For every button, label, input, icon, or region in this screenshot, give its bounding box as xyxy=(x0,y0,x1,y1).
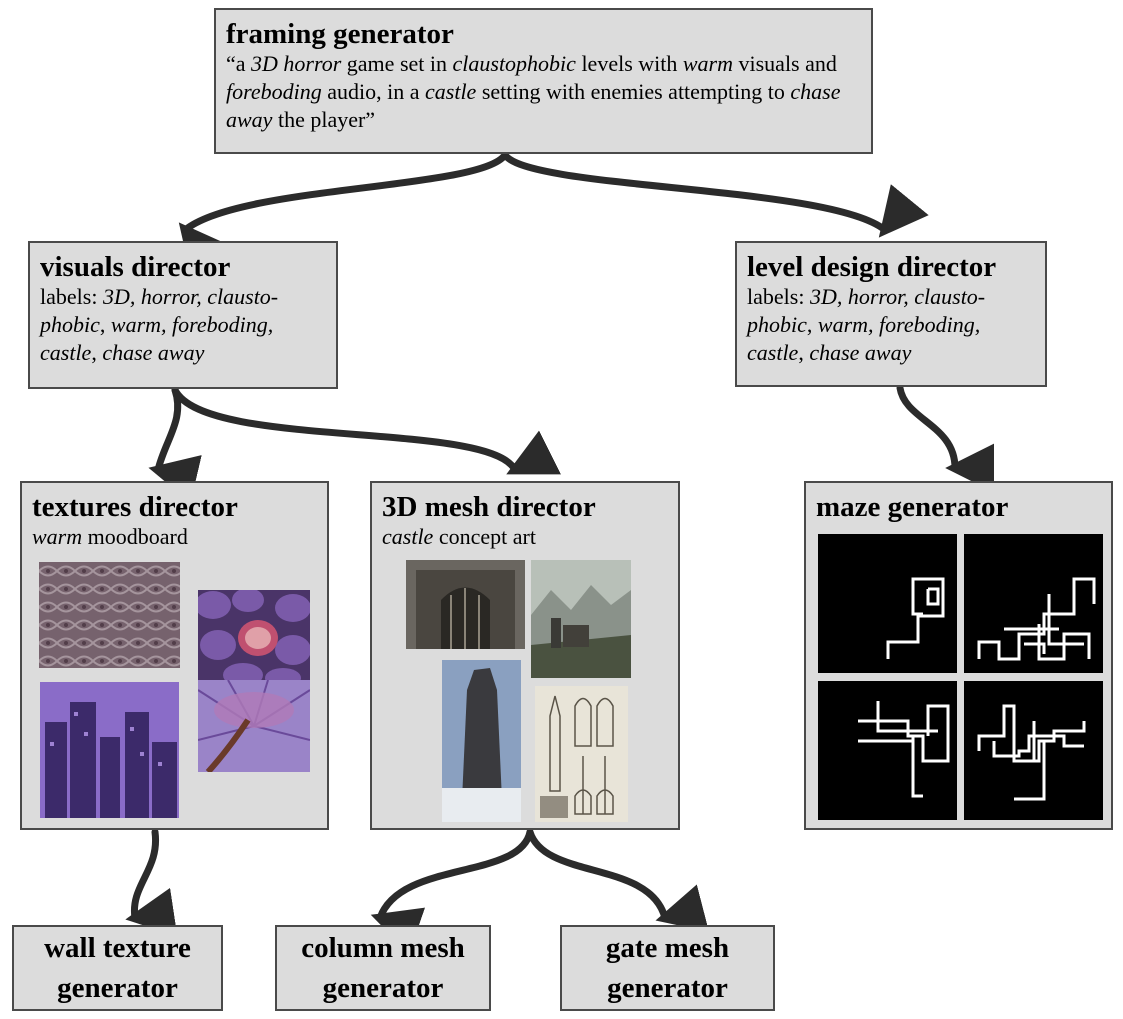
framing-quote-segment: claustophobic xyxy=(452,51,576,76)
framing-quote-segment: 3D horror xyxy=(251,51,342,76)
concept-image-castle-landscape xyxy=(531,560,631,678)
framing-quote-segment: warm xyxy=(682,51,733,76)
visuals-labels-segment: chase away xyxy=(102,340,205,365)
visuals-labels-segment: , xyxy=(99,312,111,337)
level-labels-segment: , xyxy=(806,312,818,337)
arrow-level-to-maze xyxy=(896,384,995,493)
wall-texture-generator-title: wall texture generator xyxy=(44,932,191,1004)
visuals-labels-segment: , xyxy=(91,340,103,365)
maze-output-1 xyxy=(818,534,957,673)
arrow-mesh-to-gate xyxy=(526,828,710,932)
moodboard-image-lace xyxy=(39,562,180,668)
framing-quote-segment: chase away xyxy=(226,79,841,132)
moodboard-image-figs xyxy=(198,590,310,680)
mesh-director-subtitle: castle concept art xyxy=(382,523,668,551)
moodboard-image-flower xyxy=(198,680,310,772)
level-labels-segment: , xyxy=(798,340,810,365)
arrow-visuals-to-mesh xyxy=(171,386,562,475)
column-mesh-generator-title: column mesh generator xyxy=(301,932,465,1004)
framing-quote-segment: setting with enemies attempting to xyxy=(476,79,791,104)
level-labels-segment: warm, foreboding, castle xyxy=(747,312,981,365)
concept-image-gate xyxy=(406,560,525,649)
textures-subtitle-rest: moodboard xyxy=(82,524,188,549)
textures-director-title: textures director xyxy=(32,491,238,523)
visuals-labels-segment: labels: xyxy=(40,284,103,309)
mesh-director-title: 3D mesh director xyxy=(382,491,596,523)
visuals-director-box: visuals director labels: 3D, horror, cla… xyxy=(28,241,338,389)
concept-image-tower xyxy=(442,660,521,822)
concept-image-gothic-sketch xyxy=(535,686,628,822)
mesh-director-box: 3D mesh director castle concept art xyxy=(370,481,680,830)
arrow-framing-to-level xyxy=(501,151,929,238)
arrow-framing-to-visuals xyxy=(178,151,509,276)
level-design-director-box: level design director labels: 3D, horror… xyxy=(735,241,1047,387)
framing-quote-segment: levels with xyxy=(575,51,683,76)
framing-quote-segment: audio, in a xyxy=(321,79,425,104)
framing-generator-box: framing generator “a 3D horror game set … xyxy=(214,8,873,154)
maze-generator-title: maze generator xyxy=(816,491,1009,523)
visuals-labels-segment: 3D, horror, clausto-phobic xyxy=(40,284,279,337)
maze-output-3 xyxy=(818,681,957,820)
gate-mesh-generator-box: gate mesh generator xyxy=(560,925,775,1011)
visuals-director-title: visuals director xyxy=(40,251,231,283)
wall-texture-generator-box: wall texture generator xyxy=(12,925,223,1011)
arrow-visuals-to-textures xyxy=(148,386,202,503)
visuals-labels-segment: warm, foreboding, castle xyxy=(40,312,274,365)
framing-quote-segment: visuals and xyxy=(733,51,837,76)
framing-quote-segment: the player” xyxy=(272,107,376,132)
framing-quote-segment: “a xyxy=(226,51,252,76)
maze-output-4 xyxy=(964,681,1103,820)
arrow-textures-to-wall xyxy=(125,828,178,937)
arrow-mesh-to-column xyxy=(370,828,534,954)
column-mesh-generator-box: column mesh generator xyxy=(275,925,491,1011)
mesh-subtitle-rest: concept art xyxy=(433,524,536,549)
visuals-director-labels: labels: 3D, horror, clausto-phobic, warm… xyxy=(40,283,326,367)
level-labels-segment: chase away xyxy=(809,340,912,365)
level-design-director-title: level design director xyxy=(747,251,997,283)
textures-director-subtitle: warm moodboard xyxy=(32,523,317,551)
framing-generator-quote: “a 3D horror game set in claustophobic l… xyxy=(226,50,861,134)
framing-quote-segment: castle xyxy=(425,79,477,104)
framing-quote-segment: foreboding xyxy=(226,79,322,104)
maze-output-2 xyxy=(964,534,1103,673)
level-design-director-labels: labels: 3D, horror, clausto-phobic, warm… xyxy=(747,283,1035,367)
level-labels-segment: 3D, horror, clausto-phobic xyxy=(747,284,986,337)
moodboard-image-city xyxy=(40,682,179,818)
level-labels-segment: labels: xyxy=(747,284,810,309)
gate-mesh-generator-title: gate mesh generator xyxy=(605,932,730,1004)
textures-subtitle-em: warm xyxy=(32,524,83,549)
mesh-subtitle-em: castle xyxy=(382,524,434,549)
framing-generator-title: framing generator xyxy=(226,18,454,50)
framing-quote-segment: game set in xyxy=(341,51,453,76)
